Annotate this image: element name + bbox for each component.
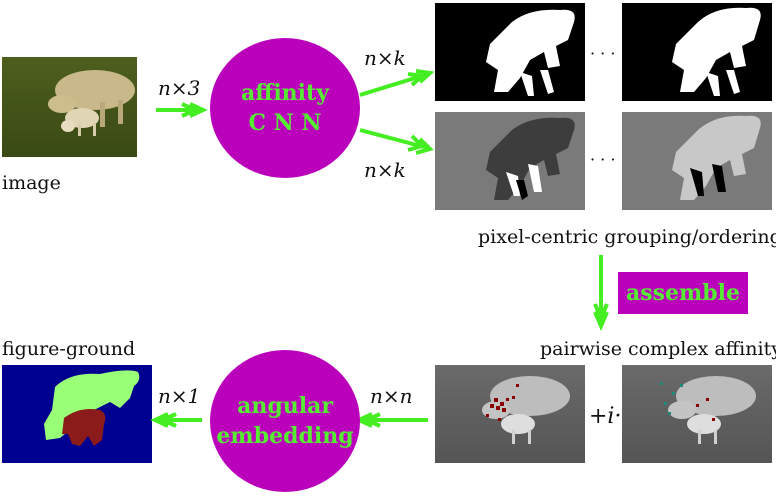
arrow-label-nk-bottom: n×k [364, 158, 406, 182]
plus-i-label: +i· [589, 404, 622, 429]
arrow-label-n1: n×1 [158, 384, 201, 408]
arrows [150, 69, 609, 428]
image-label: image [2, 172, 61, 194]
arrow-label-nn: n×n [370, 384, 413, 408]
arrow-label-nk-top: n×k [364, 46, 406, 70]
angular-label-1: angular [237, 393, 333, 419]
mask-order-1 [435, 112, 585, 210]
angular-label-2: embedding [216, 423, 354, 449]
mask-binary-1 [435, 3, 585, 101]
ellipsis-middle: · · · [590, 150, 616, 169]
assemble-box: assemble [618, 272, 748, 314]
pairwise-label: pairwise complex affinity [540, 338, 776, 360]
mask-binary-k [622, 3, 772, 101]
mask-order-k [622, 112, 772, 210]
figure-ground-label: figure-ground [2, 338, 136, 360]
figure-ground-image [2, 365, 152, 463]
affinity-real-image [435, 365, 585, 463]
affinity-imag-image [622, 365, 772, 463]
ellipsis-top: · · · [590, 44, 616, 63]
sheep-photo [2, 57, 137, 157]
affinity-cnn-label-1: affinity [241, 80, 329, 106]
arrow-label-n3: n×3 [158, 76, 201, 100]
affinity-cnn-node: affinity C N N [210, 38, 360, 178]
affinity-cnn-label-2: C N N [248, 110, 322, 136]
angular-embedding-node: angular embedding [210, 350, 360, 492]
pixel-centric-label: pixel-centric grouping/ordering [478, 226, 776, 248]
